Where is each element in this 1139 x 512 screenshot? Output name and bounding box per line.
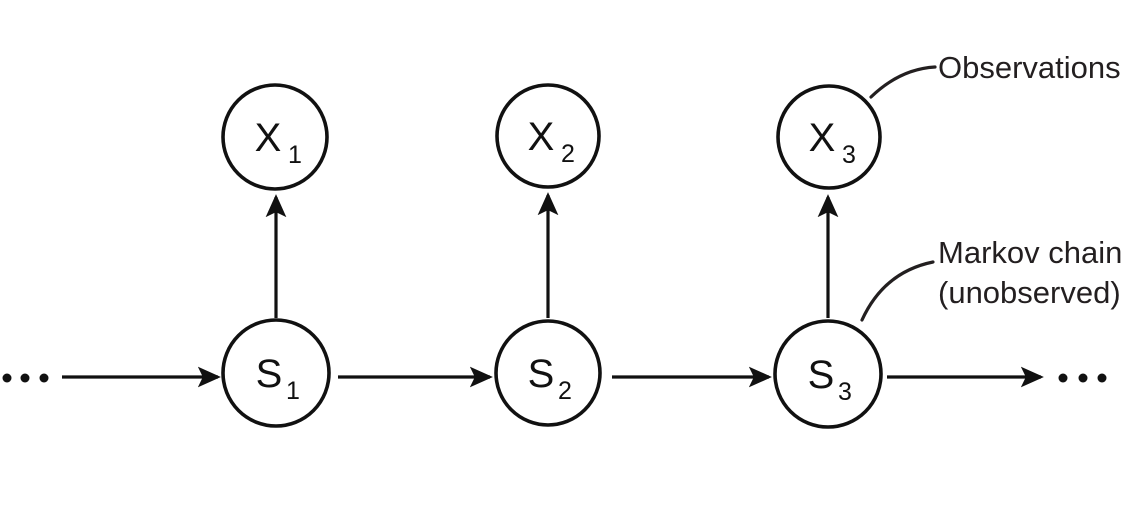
node-s3[interactable]: S 3 <box>773 319 883 429</box>
emission-arrows <box>265 192 839 318</box>
left-ellipsis-dot-2 <box>20 373 30 383</box>
node-s2-circle[interactable] <box>494 319 602 427</box>
node-s2[interactable]: S 2 <box>494 319 602 427</box>
node-x2-circle[interactable] <box>495 83 601 189</box>
markov-chain-label-line1: Markov chain <box>938 235 1122 270</box>
left-ellipsis-dot-3 <box>39 373 49 383</box>
left-ellipsis-dot-1 <box>2 373 12 383</box>
node-x3[interactable]: X 3 <box>776 84 882 190</box>
node-x2-label: X <box>528 115 555 159</box>
node-s1[interactable]: S 1 <box>221 318 331 428</box>
markov-chain-label-line2: (unobserved) <box>938 275 1121 310</box>
observations-label: Observations <box>938 50 1121 85</box>
node-s2-subscript: 2 <box>558 377 572 405</box>
node-s3-subscript: 3 <box>838 378 852 406</box>
node-x3-subscript: 3 <box>842 141 856 169</box>
node-x3-circle[interactable] <box>776 84 882 190</box>
state-nodes: S 1 S 2 S 3 <box>221 318 883 429</box>
node-x3-label: X <box>809 116 836 160</box>
right-ellipsis-dot-1 <box>1058 373 1068 383</box>
node-x1-circle[interactable] <box>221 83 329 191</box>
node-x1-subscript: 1 <box>288 141 302 169</box>
annotation-leader-lines <box>860 65 937 322</box>
node-s1-subscript: 1 <box>286 377 300 405</box>
right-ellipsis <box>1058 373 1107 383</box>
node-s1-label: S <box>256 352 283 396</box>
node-s3-circle[interactable] <box>773 319 883 429</box>
observation-nodes: X 1 X 2 X 3 <box>221 83 882 191</box>
markov-chain-leader-line <box>860 260 935 322</box>
node-x1-label: X <box>255 116 282 160</box>
right-ellipsis-dot-3 <box>1097 373 1107 383</box>
right-ellipsis-dot-2 <box>1078 373 1088 383</box>
node-x2-subscript: 2 <box>561 140 575 168</box>
node-s3-label: S <box>808 353 835 397</box>
node-s1-circle[interactable] <box>221 318 331 428</box>
left-ellipsis <box>2 373 49 383</box>
node-s2-label: S <box>528 352 555 396</box>
node-x1[interactable]: X 1 <box>221 83 329 191</box>
observations-leader-line <box>869 65 937 99</box>
annotation-markov-chain: Markov chain (unobserved) <box>938 235 1122 310</box>
annotation-observations: Observations <box>938 50 1121 85</box>
node-x2[interactable]: X 2 <box>495 83 601 189</box>
